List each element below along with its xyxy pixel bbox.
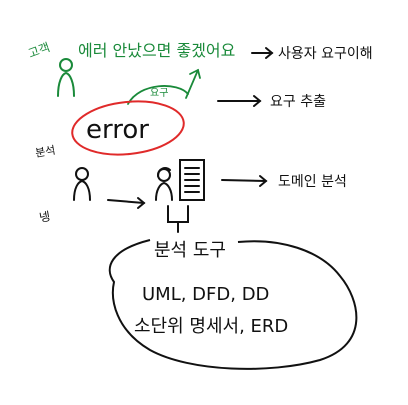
- tools-line-2: 소단위 명세서, ERD: [134, 316, 288, 337]
- analyst-label-bottom: 넹: [38, 209, 51, 225]
- requirement-up-arrow-icon: [185, 69, 199, 99]
- requirement-tag-group: [127, 68, 201, 105]
- customer-head-icon: [59, 58, 73, 72]
- analyst-label-top: 분석: [34, 144, 56, 160]
- customer-group: [57, 58, 75, 97]
- analyst-figure: [73, 167, 91, 201]
- arrow-to-domain-analysis: [221, 175, 268, 187]
- analyst-computer-group: [155, 159, 205, 233]
- customer-speech: 에러 안났으면 좋겠어요: [78, 41, 235, 60]
- arrow-to-user-requirement: [251, 47, 274, 59]
- tools-ellipse: [108, 239, 358, 370]
- analyst-body-icon: [73, 179, 91, 201]
- requirement-tag-label: 요구: [150, 88, 168, 99]
- arrow-to-requirement-extraction: [217, 95, 262, 107]
- domain-analysis-text: 도메인 분석: [278, 174, 347, 190]
- document-icon: [179, 159, 205, 201]
- user-requirement-text: 사용자 요구이해: [278, 46, 373, 62]
- tools-title: 분석 도구: [154, 240, 226, 261]
- requirement-arc-icon: [127, 85, 189, 105]
- error-bubble: [71, 100, 185, 156]
- requirement-extraction-text: 요구 추출: [270, 94, 326, 110]
- arrow-analyst-to-computer: [107, 197, 146, 209]
- analyst-head-icon: [75, 167, 89, 181]
- desk-icon: [167, 205, 189, 223]
- tools-line-1: UML, DFD, DD: [142, 284, 269, 305]
- customer-label: 고객: [26, 40, 52, 61]
- error-bubble-text: error: [86, 115, 149, 145]
- customer-body-icon: [57, 71, 75, 97]
- worker-body-icon: [155, 181, 173, 201]
- worker-head-icon: [157, 168, 171, 182]
